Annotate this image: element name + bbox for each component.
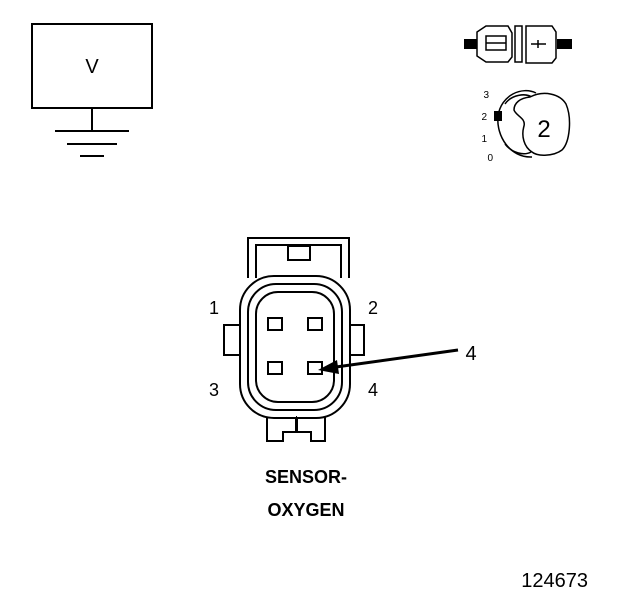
- key-callout: 2: [537, 116, 550, 143]
- pin-cavity-3: [267, 361, 283, 375]
- voltmeter-symbol: V: [85, 56, 99, 78]
- voltmeter: V: [31, 23, 153, 157]
- pin-label-2: 2: [368, 298, 378, 318]
- ignition-key-icon: 3 2 1 0 2: [481, 89, 571, 164]
- oxygen-sensor-connector: 1 2 3 4: [209, 237, 378, 442]
- pin-cavity-4: [307, 361, 323, 375]
- connector-caption-line1: SENSOR-: [265, 467, 347, 487]
- key-position-0: 0: [487, 153, 493, 164]
- key-position-3: 3: [483, 90, 489, 101]
- pin-cavity-1: [267, 317, 283, 331]
- pin-label-3: 3: [209, 380, 219, 400]
- key-position-2: 2: [481, 112, 487, 123]
- ground-icon: [55, 108, 129, 157]
- connector-caption-line2: OXYGEN: [267, 500, 344, 520]
- pin-label-1: 1: [209, 298, 219, 318]
- pin-label-4: 4: [368, 380, 378, 400]
- callout-arrow: [318, 348, 459, 374]
- pin-cavity-2: [307, 317, 323, 331]
- arrow-callout-label: 4: [465, 343, 476, 365]
- figure-number: 124673: [521, 570, 588, 592]
- key-position-1: 1: [481, 134, 487, 145]
- disconnect-connector-icon: [464, 25, 572, 64]
